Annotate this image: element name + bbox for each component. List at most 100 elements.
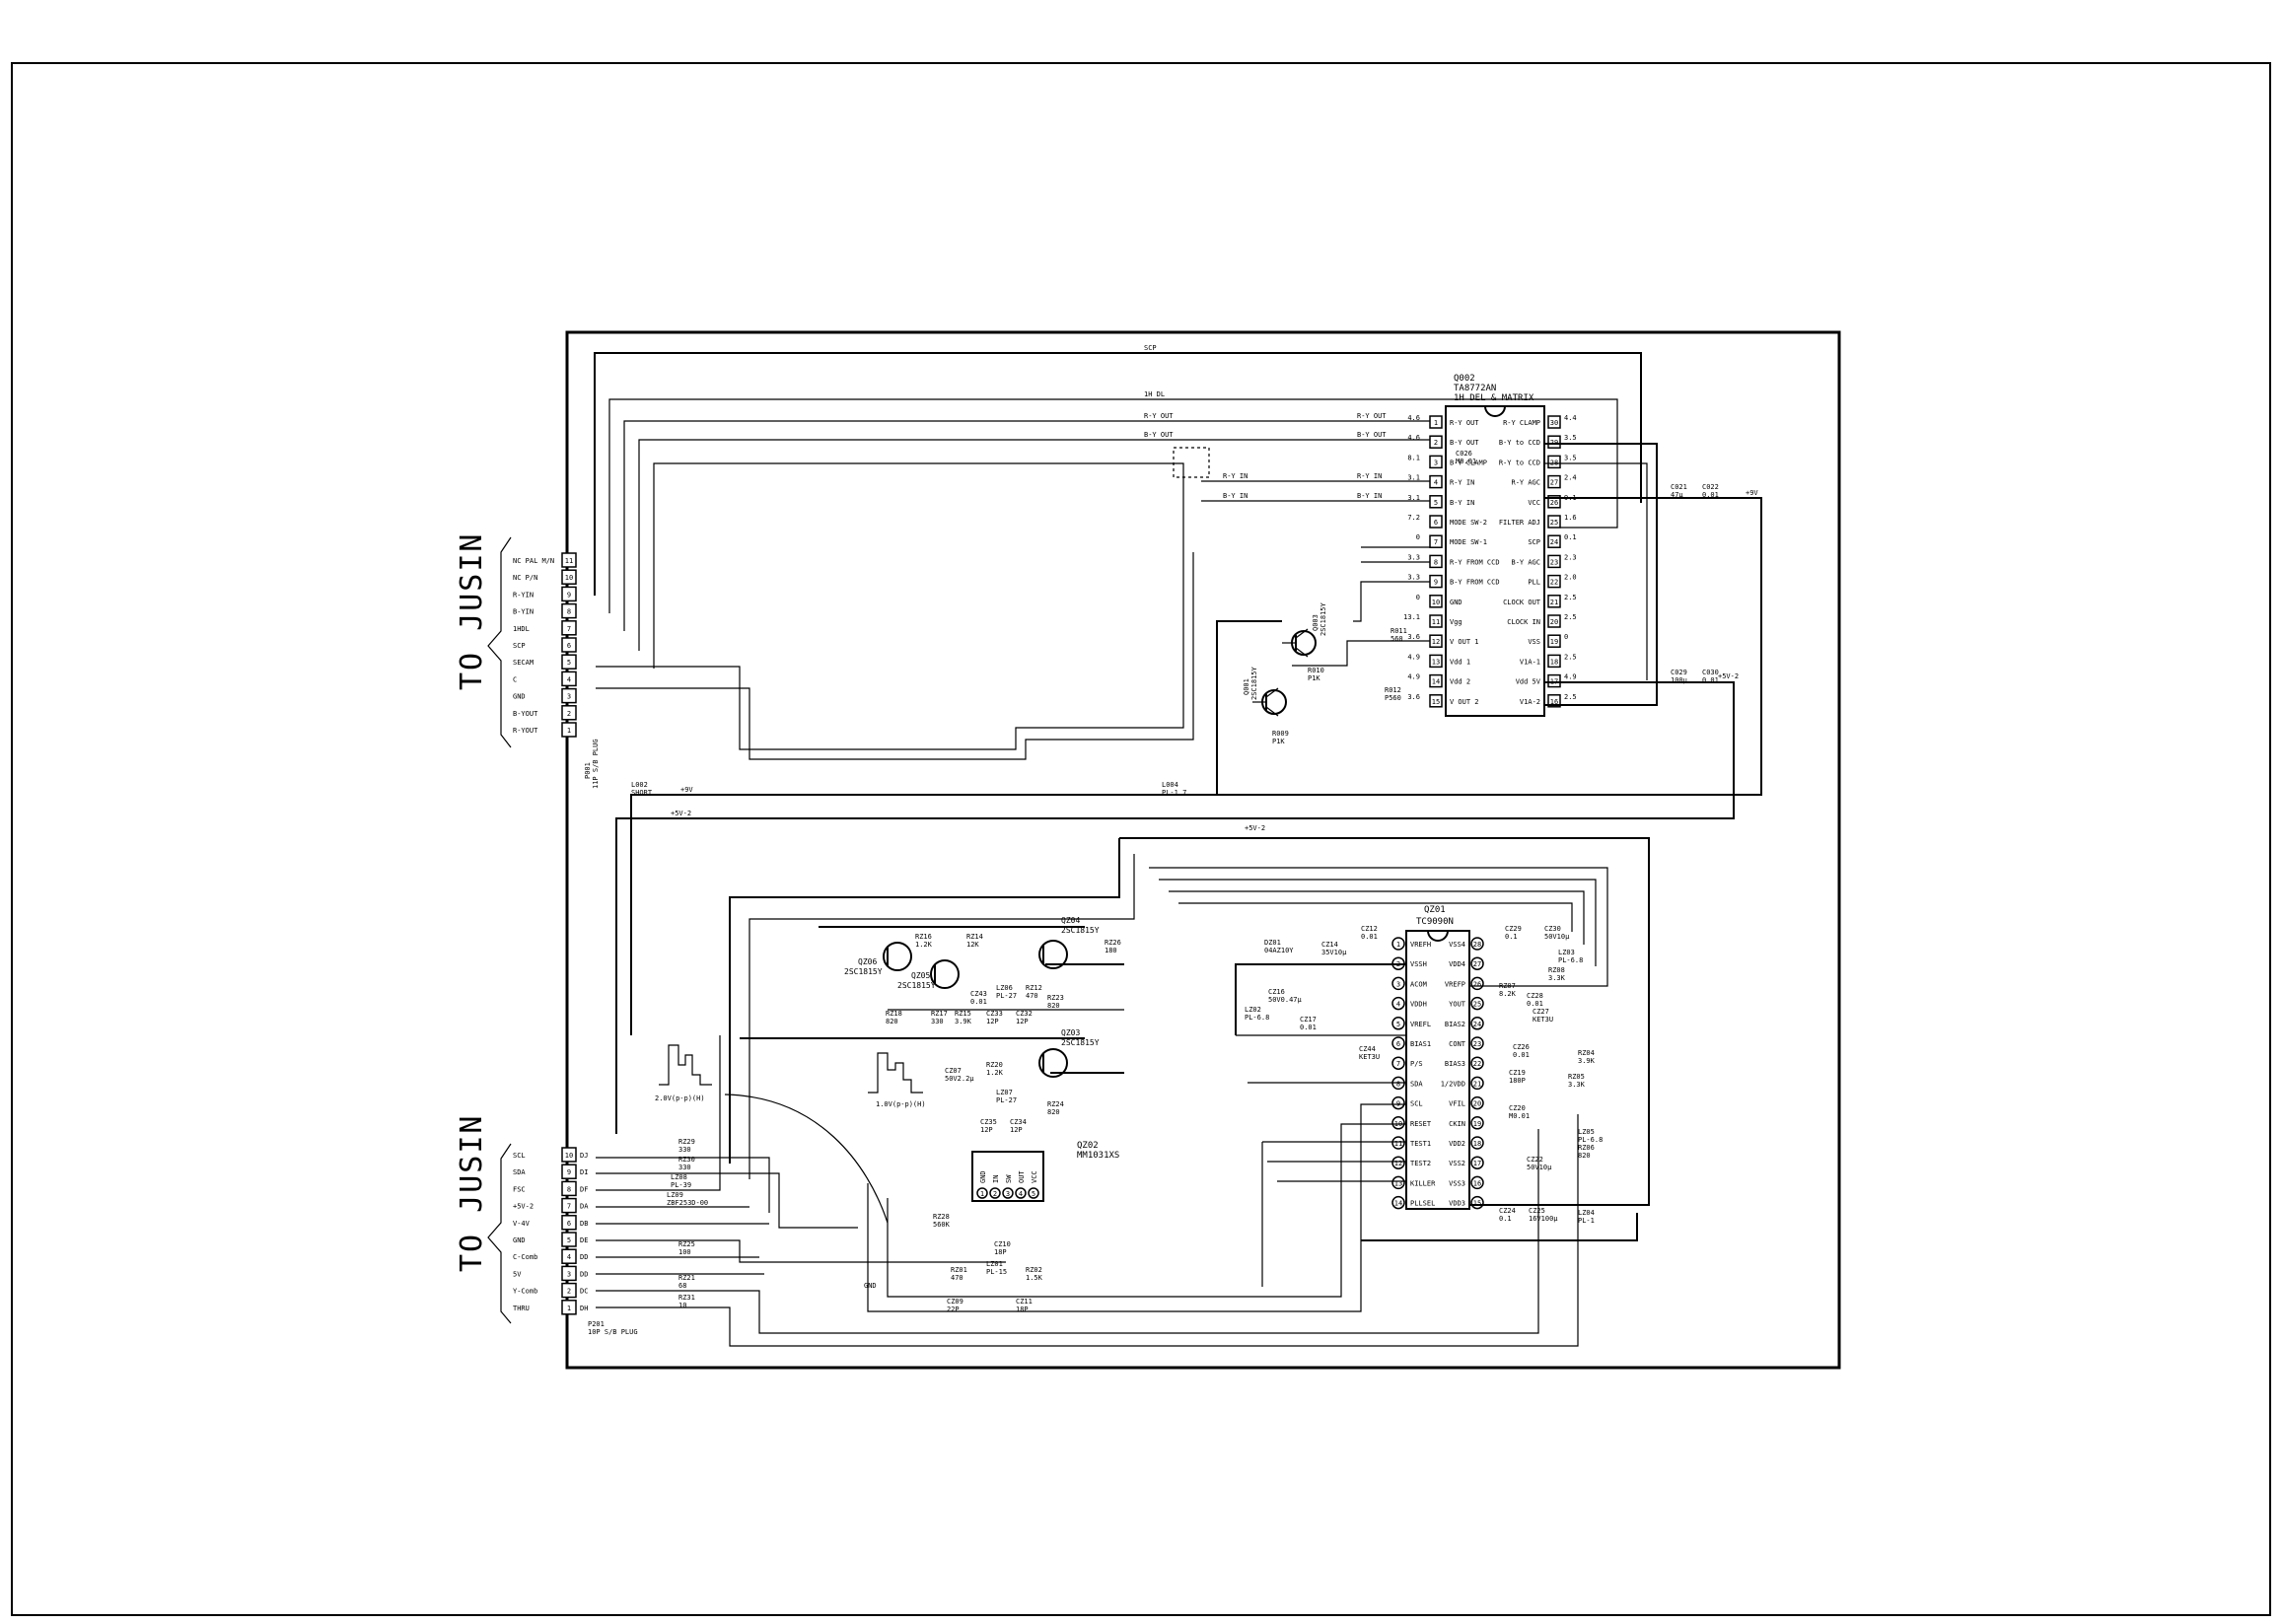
ic-qz02-part: MM1031XS	[1077, 1151, 1119, 1161]
ic-qz01-pin	[1470, 1095, 1484, 1110]
transistor-qz03: QZ03 2SC1815Y	[1038, 1028, 1100, 1078]
component-ref: RZ14	[966, 933, 983, 941]
component-ref: CZ17	[1300, 1016, 1317, 1024]
wire-loop-a	[596, 462, 1184, 750]
connector-top-pin-label: B-YIN	[513, 608, 534, 616]
net-1hdl-label: 1H DL	[1144, 390, 1165, 398]
ic-qz01-pin	[1391, 1156, 1405, 1169]
connector-bottom-pin-net: DJ	[580, 1152, 588, 1160]
ic-q002-pin-label: SCP	[1528, 538, 1540, 546]
connector-top-pin	[561, 671, 577, 687]
component-ref: R011	[1391, 627, 1407, 635]
connector-top-pin-number: 7	[567, 625, 571, 633]
net-ry-out-label: R-Y OUT	[1144, 412, 1174, 420]
component-ref: CZ30	[1544, 925, 1561, 933]
component-value: PL-27	[996, 992, 1017, 1000]
net-by-in-label-2: B-Y IN	[1357, 492, 1382, 500]
component-ref: RZ12	[1026, 984, 1042, 992]
ic-qz02-pin-label: IN	[992, 1175, 1000, 1183]
component-ref: CZ33	[986, 1010, 1003, 1018]
ic-qz01-pin-label: ACOM	[1410, 980, 1427, 988]
waveform-2-label: 1.0V(p-p)(H)	[876, 1100, 926, 1108]
ic-qz01-pin	[1391, 1136, 1405, 1150]
component-ref: LZ07	[996, 1089, 1013, 1096]
component-value: 0.01	[970, 998, 987, 1006]
connector-bottom-pin-label: C-Comb	[513, 1253, 537, 1261]
ic-q002-pin	[1547, 455, 1561, 469]
ic-qz01-pin-number: 20	[1473, 1100, 1481, 1108]
ic-q002-pin	[1429, 534, 1443, 548]
ic-qz01-pin-label: VFIL	[1449, 1100, 1465, 1108]
ic-q002-pin-label: GND	[1450, 599, 1462, 606]
ic-qz01-pin	[1391, 1195, 1405, 1210]
ic-q002-pin-number: 14	[1432, 678, 1440, 686]
component-ref: CZ35	[980, 1118, 997, 1126]
ic-qz02-pin-label: OUT	[1018, 1170, 1026, 1183]
component-value: 16V100μ	[1529, 1215, 1558, 1223]
ic-qz01-pin-number: 18	[1473, 1140, 1481, 1148]
connector-top-pin-label: GND	[513, 693, 526, 701]
ic-q002-pin-number: 23	[1550, 558, 1558, 566]
component-value: 820	[886, 1018, 898, 1025]
ic-qz02-pin	[1015, 1187, 1027, 1199]
ic-qz01-pin-number: 27	[1473, 960, 1481, 968]
ic-q002-pin	[1429, 614, 1443, 628]
component-value: 820	[1578, 1152, 1591, 1160]
component-ref: CZ12	[1361, 925, 1378, 933]
ic-qz01-pin-label: CKIN	[1449, 1120, 1465, 1128]
net-plus9v-label: +9V	[680, 786, 693, 794]
component-ref: RZ25	[678, 1240, 695, 1248]
ic-q002-pin	[1547, 554, 1561, 569]
ic-qz01-pin-number: 5	[1396, 1021, 1400, 1028]
component-value: ZBF253D-00	[667, 1199, 708, 1207]
ic-q002-pin-voltage: 3.6	[1407, 693, 1420, 701]
ic-q002-pin	[1547, 474, 1561, 489]
ic-q002-desc: 1H DEL & MATRIX	[1454, 393, 1534, 403]
component-value: 50V2.2μ	[945, 1075, 974, 1083]
connector-bottom-bracket	[487, 1143, 512, 1324]
wire-right-loop-1	[1544, 443, 1658, 706]
component-ref: RZ30	[678, 1156, 695, 1164]
component-ref: DZ01	[1264, 939, 1281, 947]
transistor-qz03-ref: QZ03	[1061, 1028, 1080, 1037]
wire-right-loop-2	[1544, 462, 1648, 680]
transistor-qz06: QZ06 2SC1815Y	[844, 942, 912, 976]
ic-qz01-pin-label: KILLER	[1410, 1179, 1436, 1187]
connector-top-pin	[561, 687, 577, 704]
ic-q002-pin-voltage: 0.1	[1564, 533, 1577, 541]
transistor-q003-part: 2SC1815Y	[1319, 601, 1327, 636]
ic-q002-pin-number: 3	[1434, 459, 1438, 466]
component-ref: RZ01	[951, 1266, 967, 1274]
component-ref: RZ21	[678, 1274, 695, 1282]
jumper-box	[1173, 447, 1210, 478]
net-gnd-label: GND	[864, 1282, 877, 1290]
ic-q002-pin-voltage: 4.9	[1407, 673, 1420, 681]
component-value: 0.01	[1702, 491, 1719, 499]
component-ref: CZ07	[945, 1067, 962, 1075]
connector-bottom-pin-label: FSC	[513, 1185, 526, 1193]
wire-loop-b	[596, 552, 1194, 760]
ic-qz01-pin	[1391, 1036, 1405, 1050]
ic-q002-pin-number: 27	[1550, 479, 1558, 487]
component-value: 180	[1105, 947, 1117, 954]
ic-qz01-pin-label: RESET	[1410, 1120, 1432, 1128]
connector-bottom-pin	[561, 1164, 577, 1179]
transistor-qz04-ref: QZ04	[1061, 916, 1080, 925]
ic-q002-pin	[1547, 415, 1561, 429]
component-ref: RZ15	[955, 1010, 971, 1018]
ic-qz01-pin-label: CONT	[1449, 1040, 1466, 1048]
component-ref: CZ09	[947, 1298, 963, 1306]
ic-qz01-pin	[1470, 1017, 1484, 1030]
component-ref: CZ19	[1509, 1069, 1526, 1077]
component-ref: CZ29	[1505, 925, 1522, 933]
wire-thru	[596, 1114, 1579, 1347]
ic-qz01-pin-label: VDD2	[1449, 1140, 1465, 1148]
